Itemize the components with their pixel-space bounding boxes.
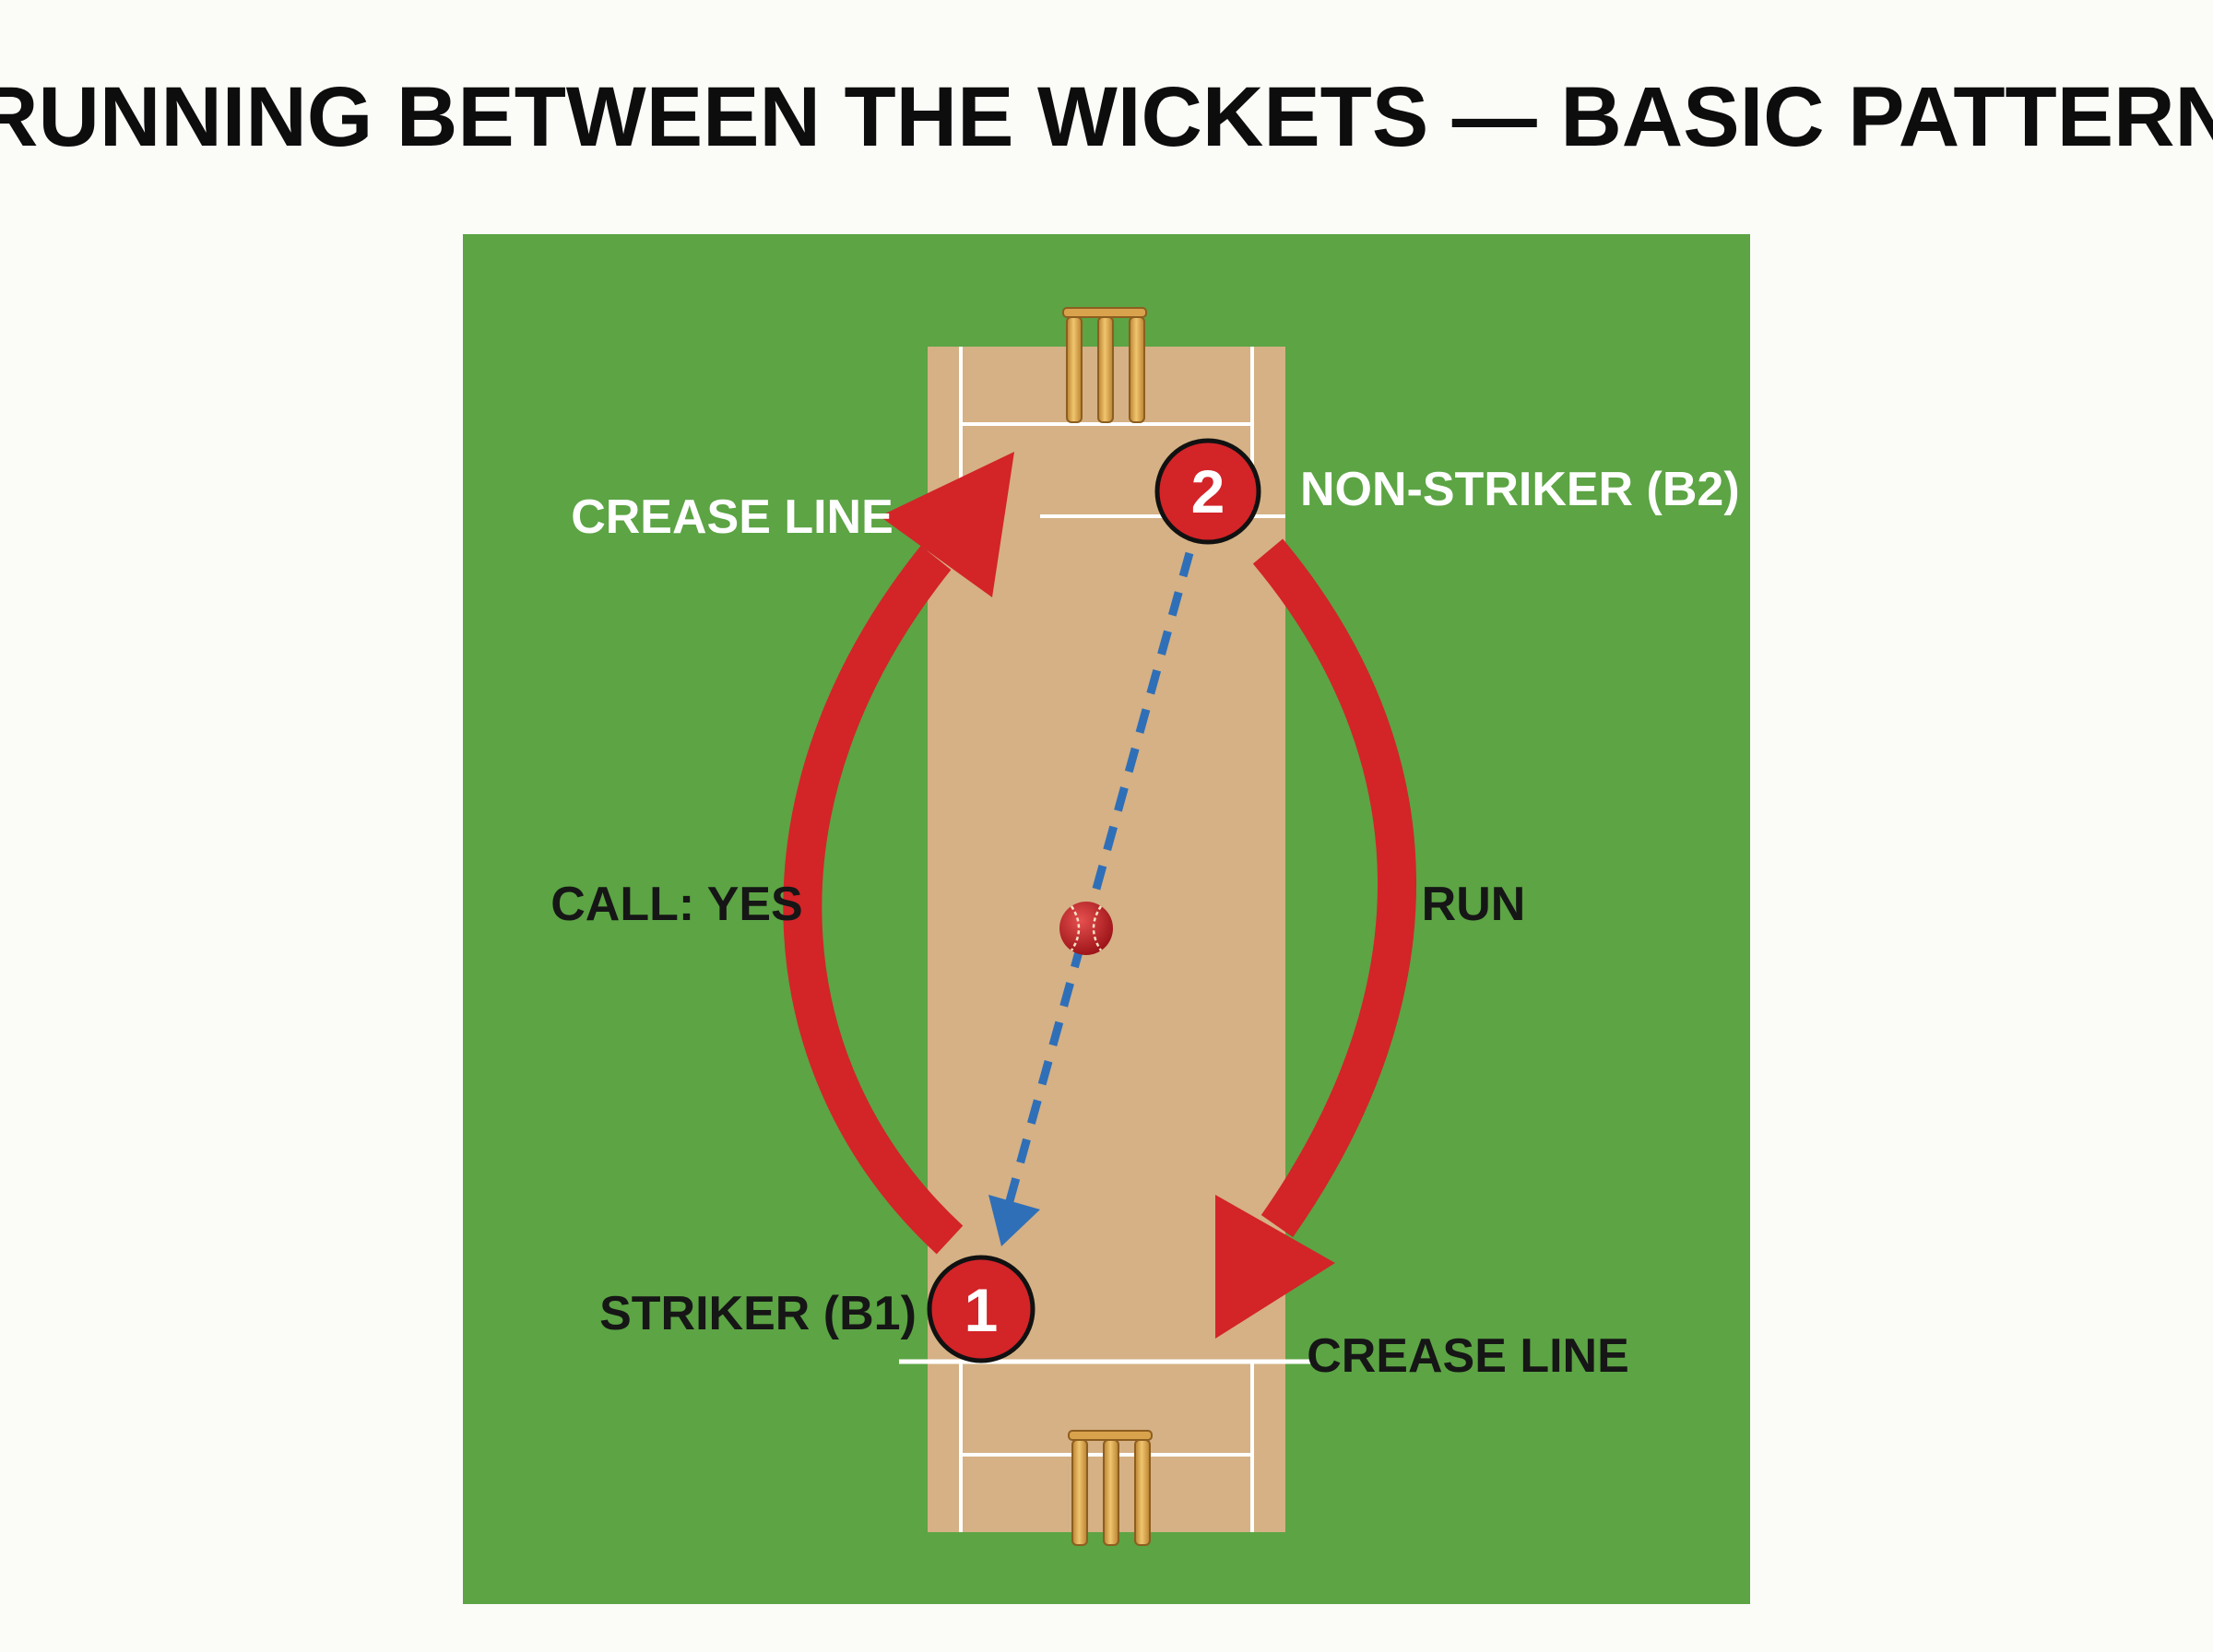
striker-label: STRIKER (B1): [599, 1287, 917, 1340]
striker-number: 1: [964, 1276, 999, 1344]
ball-path-arrow: [988, 551, 1194, 1246]
non-striker-marker: 2: [1154, 438, 1261, 545]
striker-run-arrow: [783, 452, 1014, 1255]
run-label: RUN: [1422, 878, 1526, 931]
non-striker-number: 2: [1191, 457, 1225, 525]
non-striker-run-arrow: [1215, 538, 1416, 1339]
crease-line-label-bottom: CREASE LINE: [1307, 1329, 1629, 1383]
page-title: RUNNING BETWEEN THE WICKETS — BASIC PATT…: [0, 70, 2213, 164]
call-yes-label: CALL: YES: [550, 878, 803, 931]
striker-marker: 1: [927, 1255, 1035, 1363]
cricket-ball-icon: [1059, 902, 1113, 955]
wicket-stumps-icon: [1068, 1430, 1153, 1546]
non-striker-label: NON-STRIKER (B2): [1300, 463, 1740, 516]
wicket-stumps-icon: [1062, 307, 1147, 423]
crease-line-label-top: CREASE LINE: [571, 490, 893, 544]
